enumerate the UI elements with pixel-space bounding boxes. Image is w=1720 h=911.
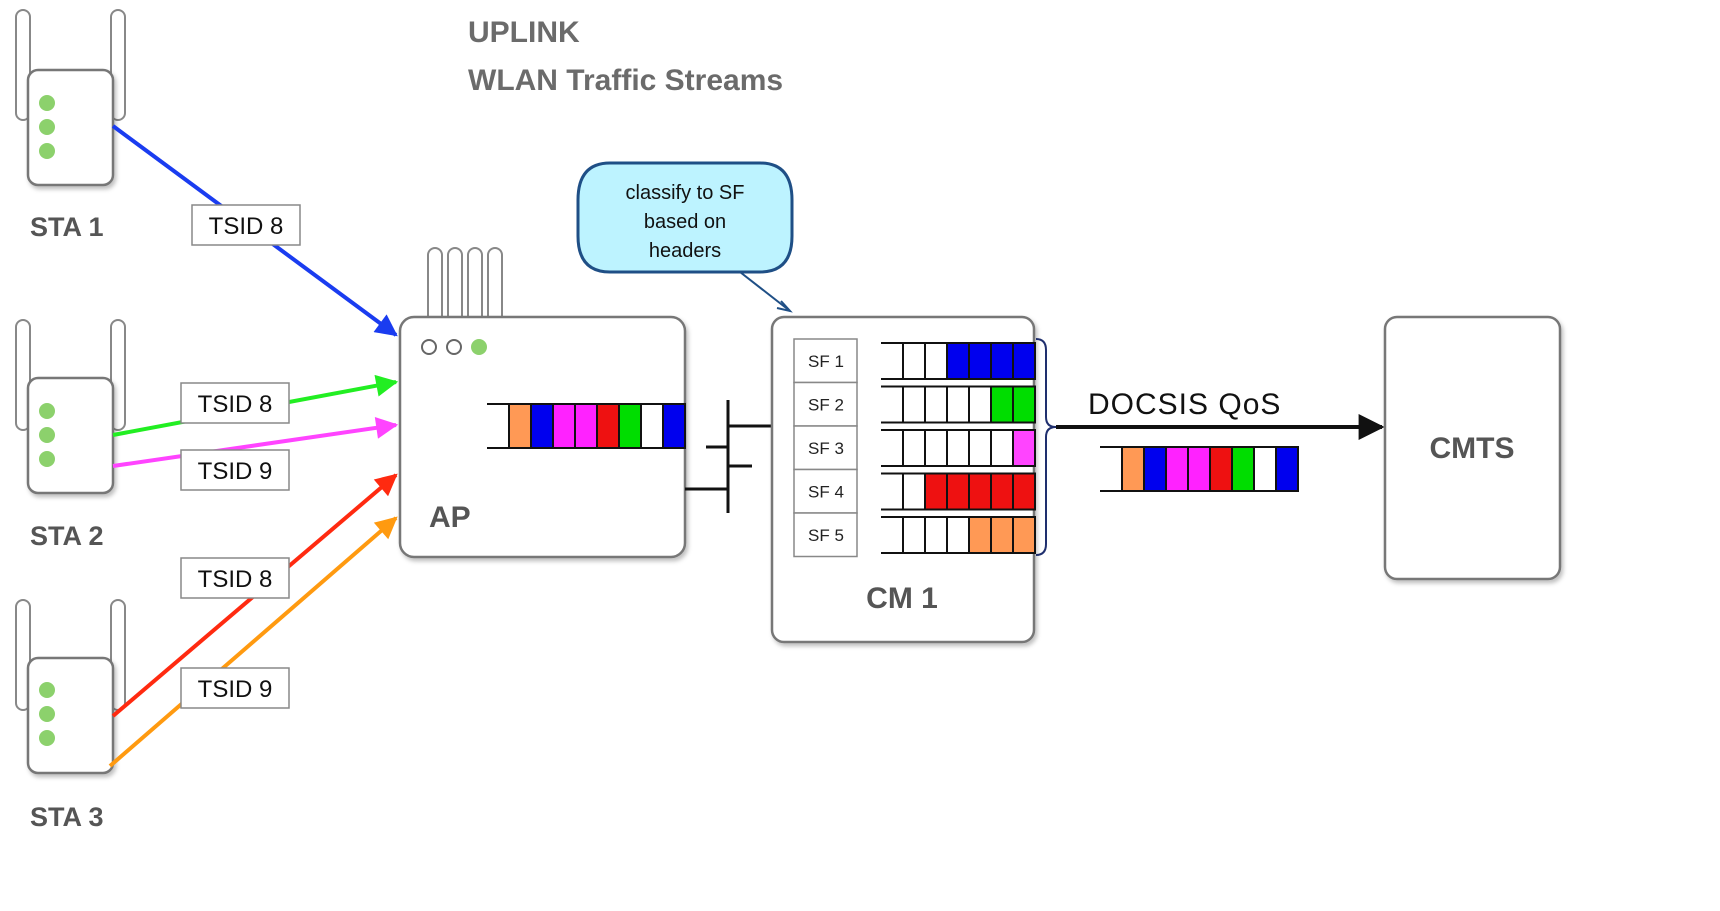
- service-flow-queue-cell: [990, 472, 1014, 511]
- service-flow-label: SF 1: [808, 352, 844, 371]
- docsis-queue: [1100, 446, 1299, 492]
- sta-1-label: STA 1: [30, 212, 104, 242]
- service-flow-label-box: [793, 512, 858, 558]
- docsis-queue-cell: [1143, 446, 1167, 492]
- service-flow-label-box: [793, 338, 858, 384]
- docsis-queue-cell: [1253, 446, 1277, 492]
- service-flow-queue-cell: [902, 516, 926, 554]
- service-flow-queue-cell: [990, 429, 1014, 467]
- service-flow-queue-cell: [924, 472, 948, 511]
- cmts-device: [1383, 315, 1562, 581]
- service-flow-queue-cell: [968, 516, 992, 554]
- service-flow-queue-cell: [946, 385, 970, 424]
- ap-queue-cell: [508, 403, 532, 449]
- service-flow-5: SF 5: [793, 512, 1036, 558]
- svg-text:TSID 8: TSID 8: [198, 391, 273, 418]
- docsis-queue-cell: [1165, 446, 1189, 492]
- service-flow-queue-cell: [946, 429, 970, 467]
- stream-arrow-orange: [108, 516, 398, 768]
- sta-1-led-icon: [39, 95, 55, 111]
- callout-line-3: headers: [649, 240, 721, 262]
- service-flow-queue-cell: [946, 472, 970, 511]
- cm-label: CM 1: [866, 582, 938, 615]
- service-flow-queue-cell: [1012, 429, 1036, 467]
- sta-2-led-icon: [39, 403, 55, 419]
- ap-cm-connector: [685, 400, 772, 513]
- classify-callout: classify to SF based on headers: [576, 161, 794, 313]
- ap-queue-cell: [552, 403, 576, 449]
- sta-2-device: [15, 319, 126, 495]
- ap-queue-cell: [530, 403, 554, 449]
- service-flow-queue-cell: [902, 385, 926, 424]
- service-flow-3: SF 3: [793, 425, 1036, 471]
- sta-3-led-icon: [39, 682, 55, 698]
- service-flow-queue-cell: [968, 429, 992, 467]
- ap-led-on-icon: [471, 339, 487, 355]
- ap-queue: [487, 403, 686, 449]
- service-flow-queue-cell: [924, 516, 948, 554]
- service-flow-queue-cell: [968, 342, 992, 380]
- svg-text:TSID 9: TSID 9: [198, 676, 273, 703]
- tsid-label-sta2-a: TSID 8: [180, 382, 290, 424]
- service-flow-queue-cell: [902, 429, 926, 467]
- docsis-queue-cell: [1275, 446, 1299, 492]
- callout-line-1: classify to SF: [626, 182, 745, 204]
- service-flow-queue-cell: [946, 342, 970, 380]
- service-flow-queue-cell: [902, 472, 926, 511]
- service-flow-queue-cell: [1012, 472, 1036, 511]
- ap-queue-cell: [618, 403, 642, 449]
- cmts-label: CMTS: [1430, 432, 1515, 465]
- ap-queue-cell: [574, 403, 598, 449]
- service-flow-queue-cell: [1012, 516, 1036, 554]
- ap-label: AP: [429, 501, 471, 534]
- ap-led-off-icon: [421, 339, 437, 355]
- service-flow-brace: [1035, 338, 1057, 556]
- service-flow-2: SF 2: [793, 381, 1036, 427]
- service-flow-queue-cell: [990, 516, 1014, 554]
- service-flow-queue-cell: [902, 342, 926, 380]
- svg-text:TSID 8: TSID 8: [198, 566, 273, 593]
- service-flow-queue-cell: [968, 385, 992, 424]
- docsis-queue-cell: [1231, 446, 1255, 492]
- docsis-qos-label: DOCSIS QoS: [1088, 388, 1281, 421]
- sta-2-label: STA 2: [30, 521, 104, 551]
- sta-1-device: [15, 9, 126, 187]
- cm-service-flows: SF 1 SF 2 SF 3 SF 4 SF 5: [793, 338, 1036, 558]
- service-flow-queue-cell: [990, 385, 1014, 424]
- tsid-label-sta3-b: TSID 9: [180, 667, 290, 709]
- tsid-label-sta3-a: TSID 8: [180, 557, 290, 599]
- service-flow-queue-cell: [924, 385, 948, 424]
- title-line-1: UPLINK: [468, 16, 580, 49]
- docsis-queue-cell: [1187, 446, 1211, 492]
- ap-queue-cell: [662, 403, 686, 449]
- service-flow-queue-cell: [1012, 385, 1036, 424]
- ap-queue-cell: [640, 403, 664, 449]
- tsid-label-sta2-b: TSID 9: [180, 449, 290, 491]
- docsis-queue-cell: [1209, 446, 1233, 492]
- sta-3-label: STA 3: [30, 802, 104, 832]
- docsis-queue-cell: [1121, 446, 1145, 492]
- service-flow-label: SF 3: [808, 439, 844, 458]
- service-flow-queue-cell: [968, 472, 992, 511]
- service-flow-4: SF 4: [793, 468, 1036, 514]
- sta-3-device: [15, 599, 126, 775]
- title-line-2: WLAN Traffic Streams: [468, 64, 783, 97]
- service-flow-queue-cell: [924, 429, 948, 467]
- svg-text:TSID 9: TSID 9: [198, 458, 273, 485]
- service-flow-1: SF 1: [793, 338, 1036, 384]
- svg-text:TSID 8: TSID 8: [209, 213, 284, 240]
- service-flow-queue-cell: [990, 342, 1014, 380]
- ap-queue-cell: [596, 403, 620, 449]
- service-flow-label: SF 4: [808, 483, 844, 502]
- service-flow-queue-cell: [1012, 342, 1036, 380]
- service-flow-label-box: [793, 381, 858, 427]
- callout-line-2: based on: [644, 211, 726, 233]
- stream-arrow-magenta: [112, 416, 399, 468]
- service-flow-queue-cell: [924, 342, 948, 380]
- service-flow-queue-cell: [946, 516, 970, 554]
- tsid-label-sta1: TSID 8: [191, 204, 301, 246]
- service-flow-label: SF 5: [808, 526, 844, 545]
- service-flow-label: SF 2: [808, 396, 844, 415]
